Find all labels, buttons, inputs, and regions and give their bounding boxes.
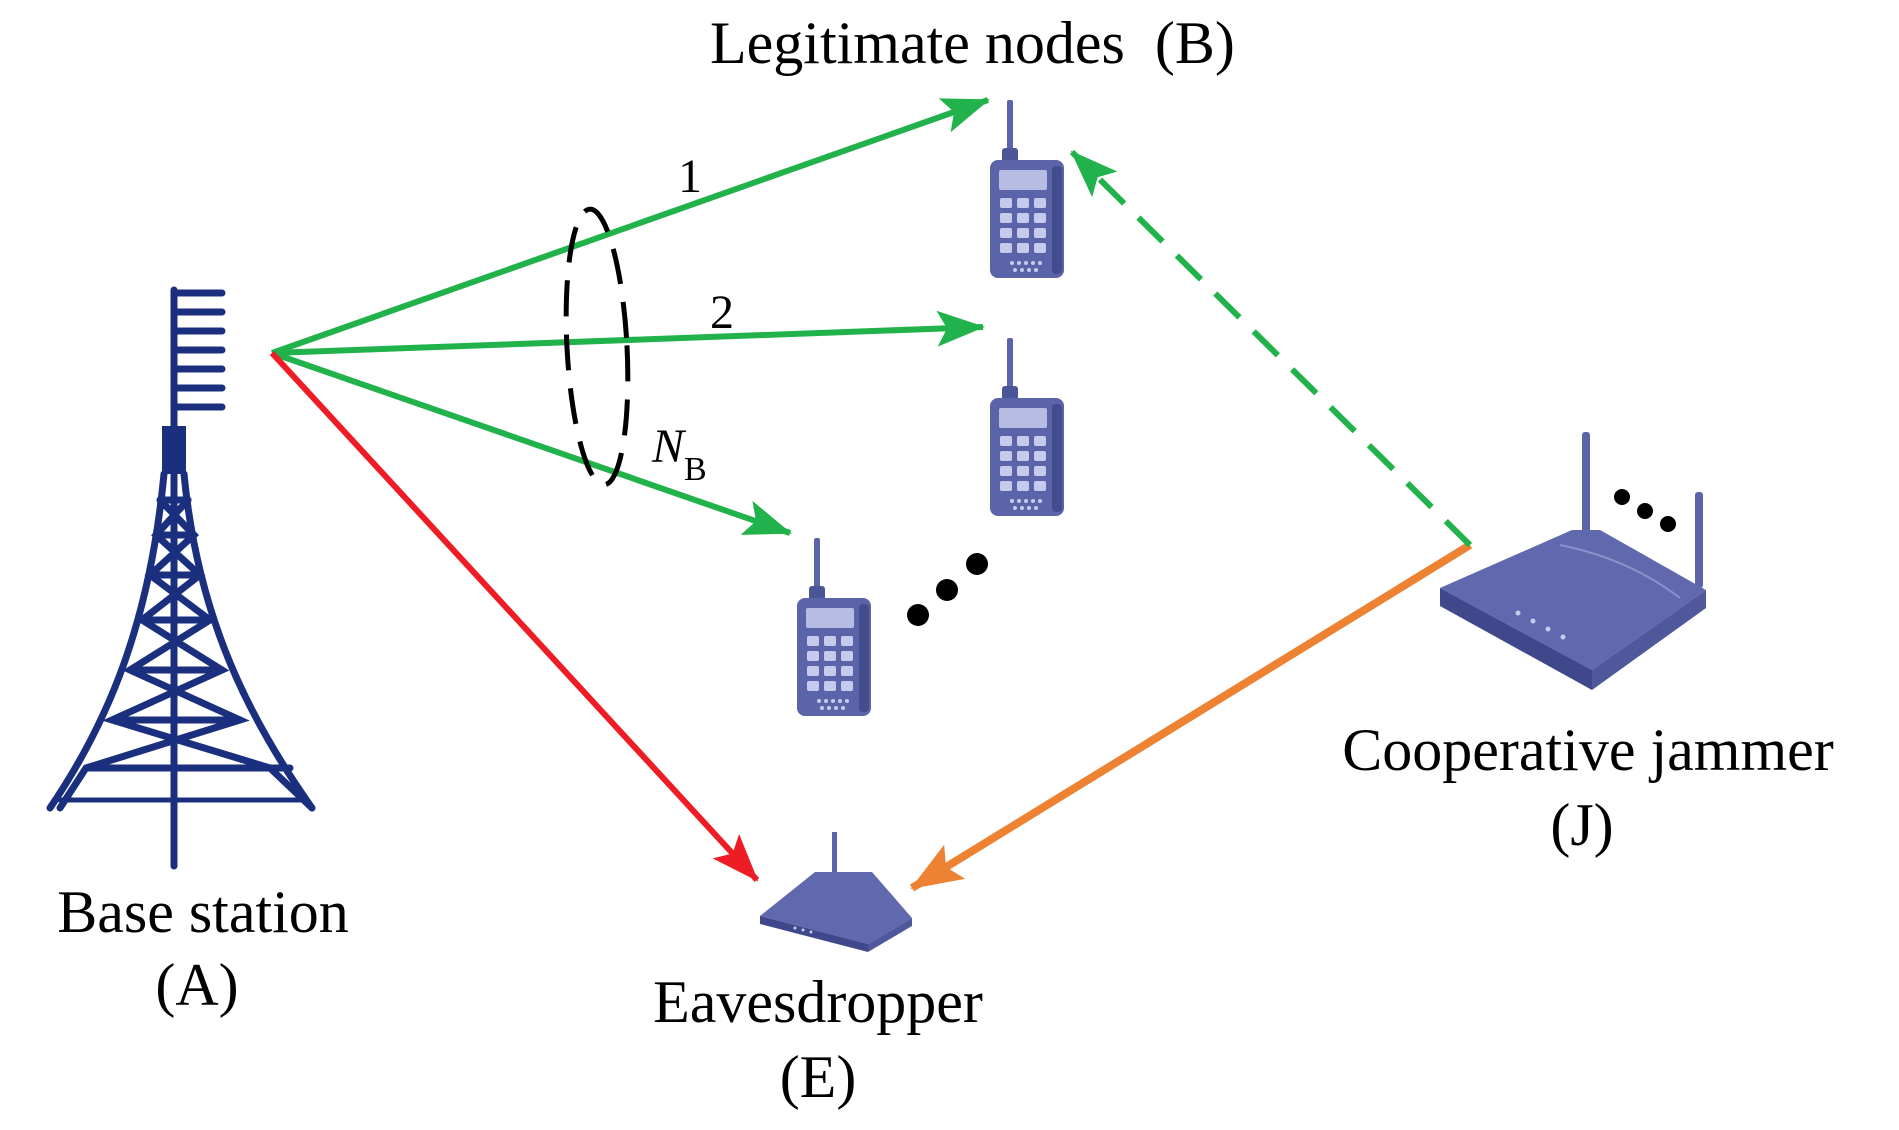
link-1-label: 1 [678, 150, 702, 203]
ellipsis-icon [1614, 489, 1676, 532]
radio-tower-icon [46, 286, 316, 870]
eavesdropper-id-label: (E) [780, 1044, 857, 1110]
link-nb-label: NB [651, 420, 707, 488]
legitimate-links [271, 97, 990, 536]
handset-icon [990, 100, 1064, 278]
link-2-arrow [271, 310, 985, 356]
base-station-id-label: (A) [155, 952, 238, 1018]
legitimate-nodes-label: Legitimate nodes (B) [710, 10, 1235, 76]
cooperative-jammer-id-label: (J) [1550, 792, 1613, 858]
cooperative-jammer-label: Cooperative jammer [1342, 717, 1834, 783]
link-1-arrow [271, 97, 990, 356]
router-icon [1440, 432, 1706, 690]
link-nb-arrow [271, 350, 792, 536]
jamming-to-eve-arrow [909, 541, 1473, 892]
base-station-label: Base station [57, 879, 349, 945]
link-2-label: 2 [710, 286, 734, 339]
ellipsis-icon [907, 553, 988, 626]
antenna-group-ellipse [563, 206, 631, 488]
eavesdrop-link-arrow [269, 350, 760, 883]
jamming-to-legit-arrow [1069, 149, 1473, 548]
eavesdropper-label: Eavesdropper [653, 969, 983, 1035]
router-icon [760, 832, 912, 952]
handset-icon [797, 538, 871, 716]
link-nb-symbol: N [651, 420, 687, 473]
handset-icon [990, 338, 1064, 516]
link-nb-subscript: B [684, 451, 707, 488]
